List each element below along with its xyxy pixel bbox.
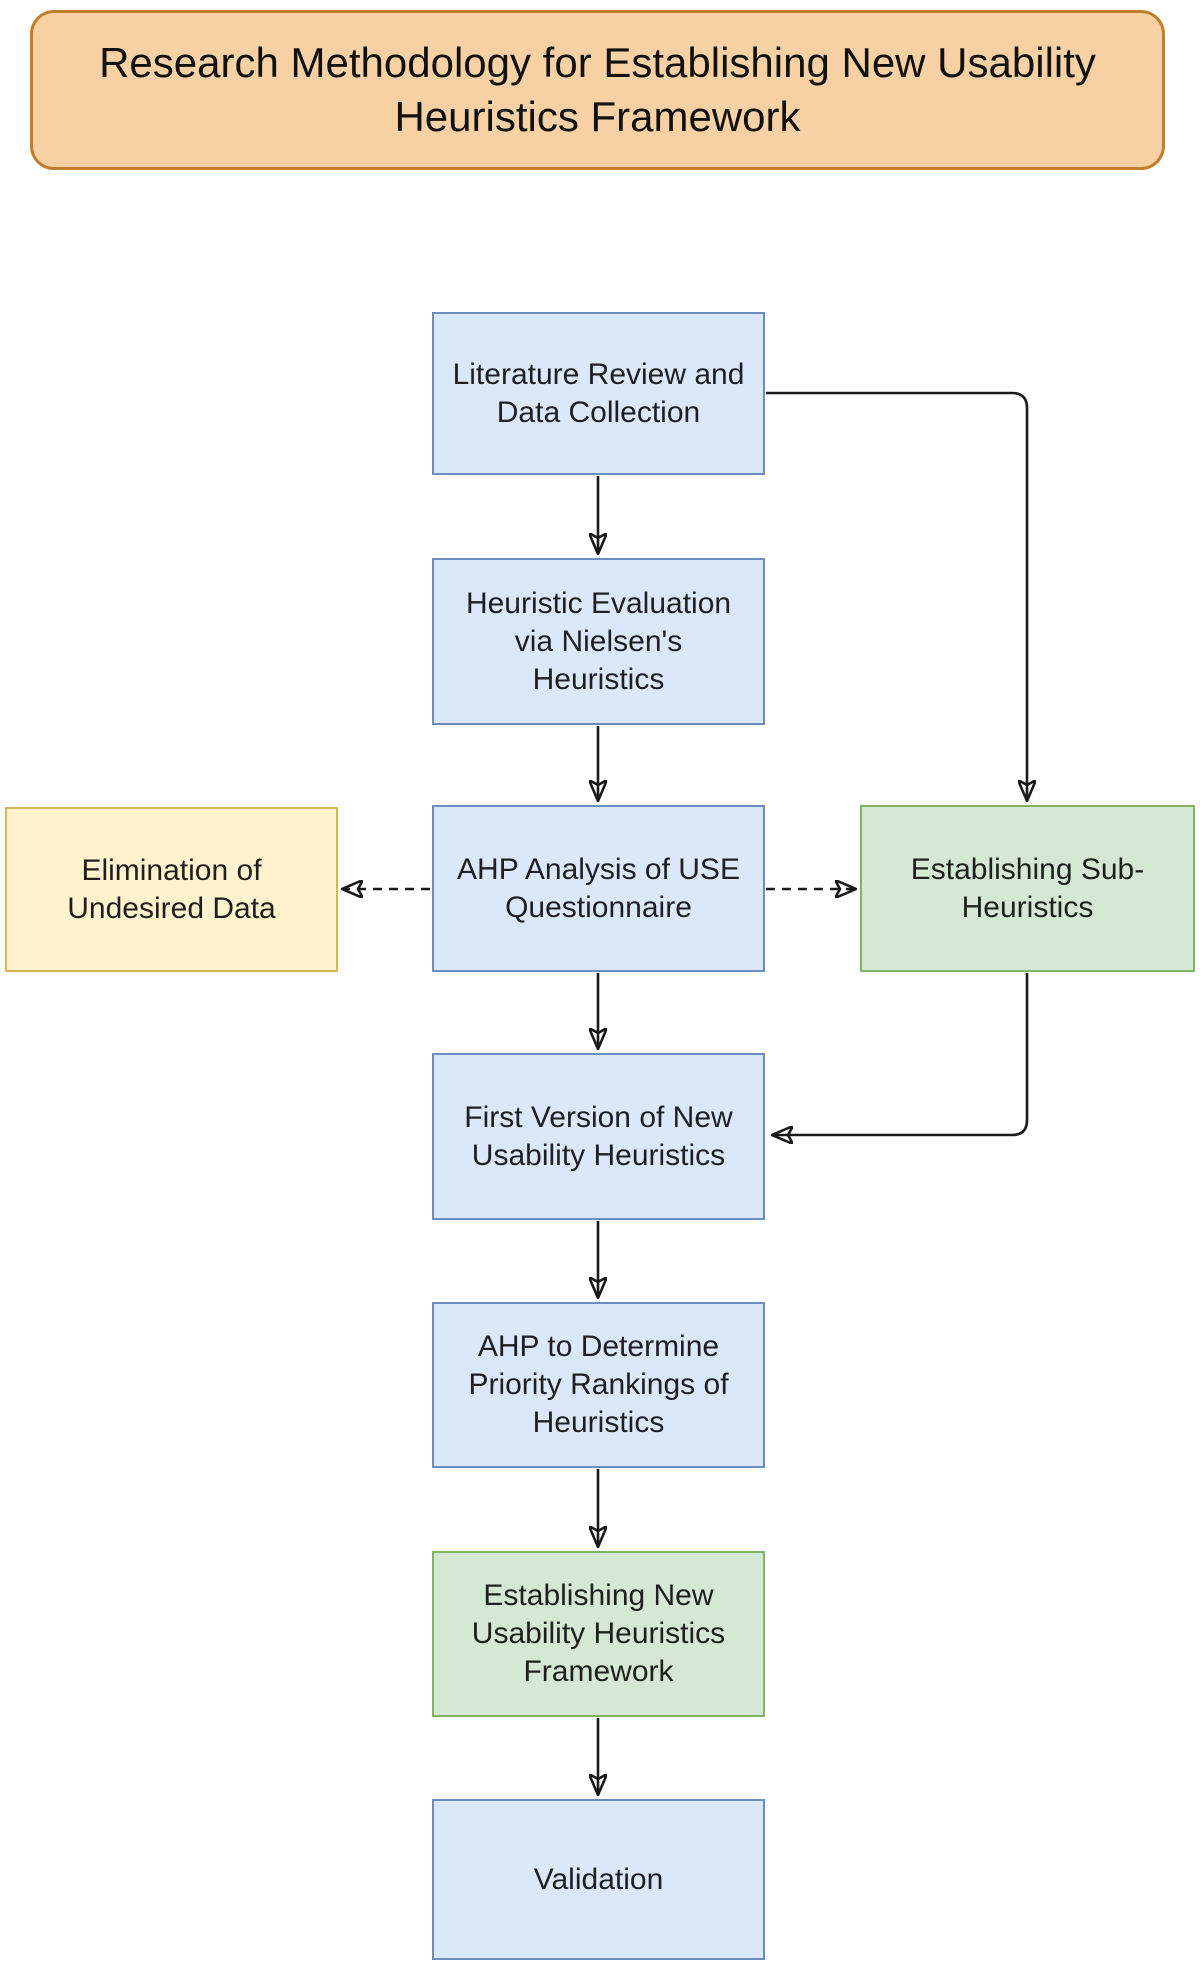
diagram-title: Research Methodology for Establishing Ne… <box>30 10 1165 170</box>
node-heuristic-evaluation-nielsen: Heuristic Evaluation via Nielsen's Heuri… <box>432 558 765 725</box>
node-first-version-new-heuristics: First Version of New Usability Heuristic… <box>432 1053 765 1220</box>
node-establishing-new-framework: Establishing New Usability Heuristics Fr… <box>432 1551 765 1717</box>
arrow-literature-to-sub-heuristics <box>766 391 1027 799</box>
arrow-sub-heuristics-to-first-version <box>774 973 1029 1135</box>
node-ahp-priority-rankings: AHP to Determine Priority Rankings of He… <box>432 1302 765 1468</box>
node-literature-review: Literature Review and Data Collection <box>432 312 765 475</box>
node-elimination-undesired-data: Elimination of Undesired Data <box>5 807 338 972</box>
node-ahp-analysis-use-questionnaire: AHP Analysis of USE Questionnaire <box>432 805 765 972</box>
node-establishing-sub-heuristics: Establishing Sub- Heuristics <box>860 805 1195 972</box>
node-validation: Validation <box>432 1799 765 1960</box>
